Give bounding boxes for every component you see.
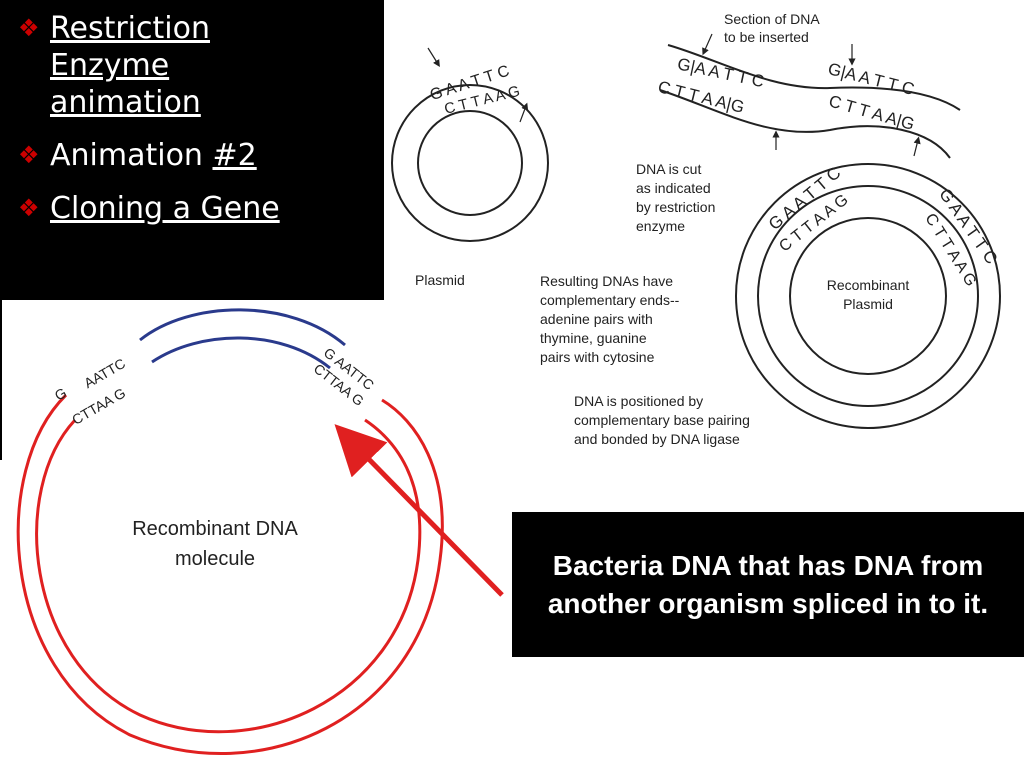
plasmid-inner-ring (417, 110, 523, 216)
cut-arrow (519, 102, 529, 123)
recombinant-plasmid-figure: G A A T T C C T T A A G G A A T T C C T … (735, 163, 1001, 429)
plasmid-outer-ring (391, 84, 549, 242)
bacterial-dna-inner-strand (35, 418, 422, 734)
insert-strand-inner (659, 89, 951, 159)
recombinant-plasmid-mid-ring (757, 185, 979, 407)
inserted-dna-outer-strand (139, 308, 346, 347)
cut-arrow (702, 33, 713, 56)
link-line-1: Restriction (50, 11, 210, 46)
ends-note-line-5: pairs with cytosine (540, 349, 655, 365)
ends-note-line-2: complementary ends-- (540, 292, 680, 308)
insert-strand-outer (667, 44, 961, 111)
bacterial-dna-outer-strand (16, 393, 444, 756)
cut-note-line-3: by restriction (636, 199, 715, 215)
pointer-arrow (334, 424, 504, 597)
panel-edge (0, 300, 2, 460)
link-line-3: animation (50, 85, 201, 120)
molecule-left-top-seq: AATTC (81, 355, 128, 391)
cloning-a-gene-link[interactable]: Cloning a Gene (50, 191, 280, 226)
list-item: ❖ Restriction Enzyme animation (18, 10, 384, 121)
caption-text: Bacteria DNA that has DNA from another o… (547, 549, 989, 619)
ends-note: Resulting DNAs have complementary ends--… (540, 273, 680, 365)
cut-note-line-4: enzyme (636, 218, 685, 234)
ligase-note: DNA is positioned by complementary base … (574, 393, 750, 447)
inserted-dna-inner-strand (151, 336, 331, 370)
link-line-2: Enzyme (50, 48, 170, 83)
plasmid-figure: G A A T T C C T T A A G Plasmid (391, 47, 549, 288)
recombinant-plasmid-outer-ring (735, 163, 1001, 429)
ligase-note-line-2: complementary base pairing (574, 412, 750, 428)
recombinant-plasmid-inner-ring (789, 217, 947, 375)
restriction-enzyme-animation-link[interactable]: Restriction Enzyme animation (50, 11, 210, 120)
list-item: ❖ Animation #2 (18, 137, 384, 174)
cut-note-line-2: as indicated (636, 180, 711, 196)
link-panel: ❖ Restriction Enzyme animation ❖ Animati… (0, 0, 384, 300)
molecule-label-line-1: Recombinant DNA (132, 518, 298, 540)
recombinant-plasmid-label-line-1: Recombinant (827, 277, 910, 293)
caption-box: Bacteria DNA that has DNA from another o… (512, 512, 1024, 657)
ends-note-line-3: adenine pairs with (540, 311, 653, 327)
list-item: ❖ Cloning a Gene (18, 190, 384, 227)
ends-note-line-4: thymine, guanine (540, 330, 647, 346)
molecule-label-line-2: molecule (175, 548, 255, 570)
molecule-left-g: G (52, 384, 69, 403)
recombinant-plasmid-label-line-2: Plasmid (843, 296, 893, 312)
diamond-bullet-icon: ❖ (18, 194, 40, 222)
cut-note: DNA is cut as indicated by restriction e… (636, 161, 715, 234)
animation-2-link[interactable]: #2 (212, 138, 257, 173)
ends-note-line-1: Resulting DNAs have (540, 273, 673, 289)
ligase-note-line-1: DNA is positioned by (574, 393, 703, 409)
diamond-bullet-icon: ❖ (18, 14, 40, 42)
molecule-left-bottom-seq: CTTAA G (69, 385, 128, 428)
section-label-line-1: Section of DNA (724, 11, 820, 27)
section-label-line-2: to be inserted (724, 29, 809, 45)
cut-arrow (913, 136, 921, 157)
cut-note-line-1: DNA is cut (636, 161, 701, 177)
recombinant-dna-molecule: AATTC G CTTAA G G AATTC CTTAA G Recombin… (16, 308, 444, 756)
ligase-note-line-3: and bonded by DNA ligase (574, 431, 740, 447)
link-list: ❖ Restriction Enzyme animation ❖ Animati… (0, 0, 384, 227)
diamond-bullet-icon: ❖ (18, 141, 40, 169)
insert-section-figure: Section of DNA to be inserted G|A A T T … (656, 11, 961, 159)
cut-arrow (427, 47, 440, 68)
animation-prefix-text: Animation (50, 138, 213, 173)
plasmid-label: Plasmid (415, 272, 465, 288)
